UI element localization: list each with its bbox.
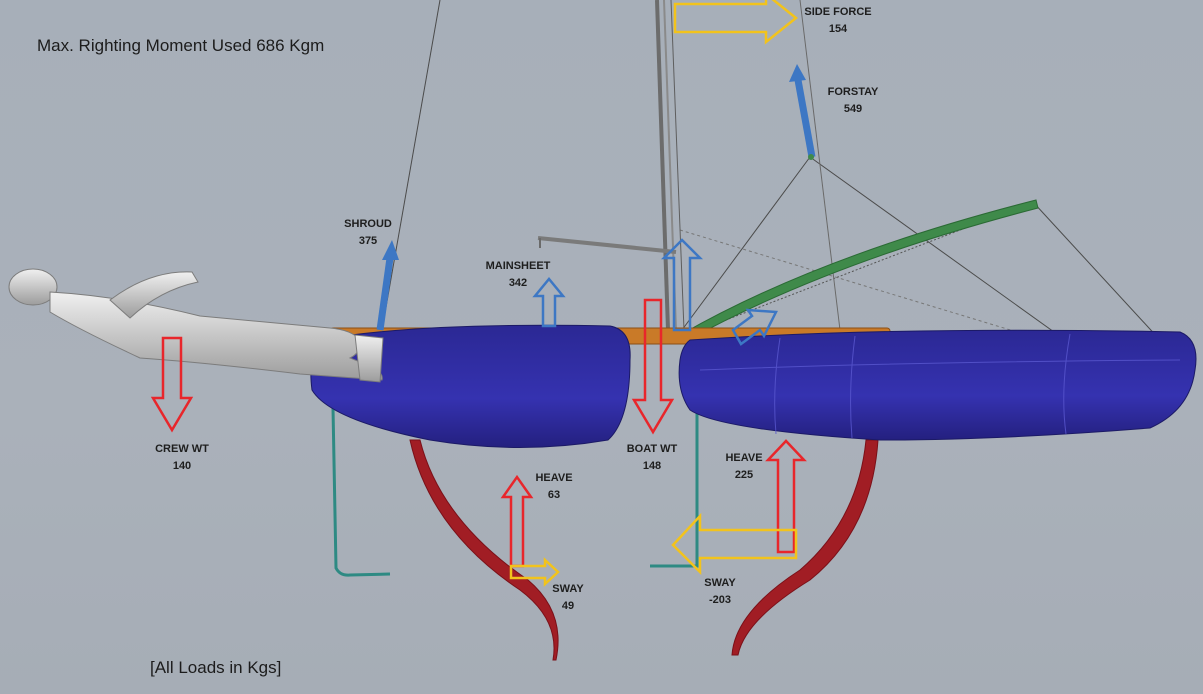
weight-arrows [150,298,807,568]
heave-left-label: HEAVE 63 [535,470,572,504]
lateral-arrows [509,0,799,587]
sway-right-name: SWAY [704,577,736,589]
crew-weight-arrow [150,336,194,433]
forstay-name: FORSTAY [827,86,879,98]
heave-left-value: 63 [547,489,561,501]
heave-right-value: 225 [734,469,754,481]
right-foil [731,439,879,656]
rear-gantry [537,236,677,254]
crew-weight-value: 140 [172,460,192,472]
heave-right-name: HEAVE [725,452,763,464]
mainsheet-arrow [532,277,566,328]
sway-left-label: SWAY 49 [552,581,583,615]
boat-weight-label: BOAT WT 148 [627,441,678,475]
units-note: [All Loads in Kgs] [150,658,282,677]
forstay-label: FORSTAY 549 [828,84,879,118]
sway-left-value: 49 [561,600,575,612]
boom [681,199,1039,341]
hull-panel-lines [699,333,1181,439]
forstay-arrow [789,64,816,160]
heave-left-arrow [500,474,534,568]
rudder [331,407,391,577]
crew-figure [8,268,384,383]
sway-left-arrow [509,557,560,587]
shroud-value: 375 [358,235,378,247]
forstay-value: 549 [843,103,863,115]
shroud-label: SHROUD 375 [344,216,392,250]
boom-load-arrow [731,308,778,346]
rigging-lines [381,0,1161,346]
sway-left-name: SWAY [552,583,584,595]
sway-right-value: -203 [708,594,732,606]
mast-load-arrow [660,238,704,332]
diagram-title: Max. Righting Moment Used 686 Kgm [37,36,325,55]
sway-right-arrow [671,512,798,576]
right-hull [678,329,1197,441]
heave-right-label: HEAVE 225 [725,450,762,484]
mainsheet-name: MAINSHEET [485,260,551,272]
mainsheet-value: 342 [508,277,528,289]
daggerboard [650,408,699,568]
boat-weight-name: BOAT WT [626,443,678,455]
side-force-label: SIDE FORCE 154 [804,4,871,38]
left-foil [409,439,559,661]
shroud-arrow [376,240,399,331]
side-force-arrow [673,0,799,45]
left-hull [310,324,631,448]
heave-left-name: HEAVE [535,472,573,484]
crew-weight-label: CREW WT 140 [155,441,209,475]
boat-weight-arrow [631,298,675,435]
mainsheet-label: MAINSHEET 342 [486,258,551,292]
heave-right-arrow [765,439,807,554]
crew-weight-name: CREW WT [155,443,209,455]
side-force-value: 154 [828,23,848,35]
boat-weight-value: 148 [642,460,662,472]
mast [655,0,685,331]
shroud-name: SHROUD [344,218,392,230]
sway-right-label: SWAY -203 [704,575,735,609]
side-force-name: SIDE FORCE [804,6,872,18]
